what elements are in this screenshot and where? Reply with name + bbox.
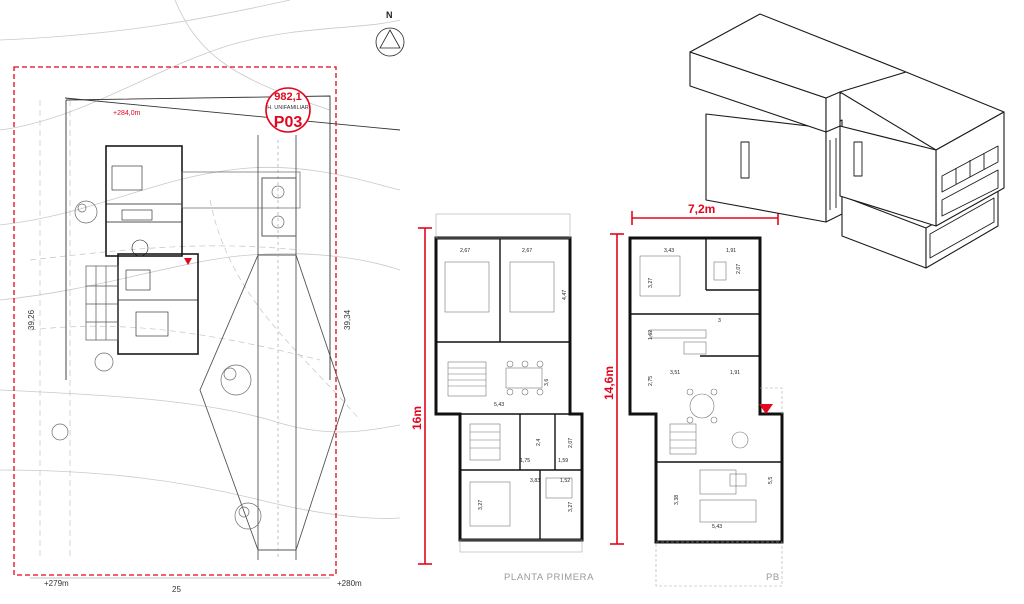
- ff-dim-8: 1,75: [520, 458, 530, 464]
- site-level-top: +284,0m: [113, 110, 141, 117]
- north-label: N: [386, 10, 393, 20]
- first-floor-furniture: [444, 261, 573, 527]
- ground-floor-height-dim: [610, 233, 624, 545]
- ff-dim-13: 3,27: [568, 502, 574, 512]
- ground-floor-plan: 7,2m 14,6m: [602, 202, 784, 587]
- first-floor-height-label: 16m: [410, 406, 424, 430]
- access-road: [199, 135, 346, 560]
- ground-floor-title: PB: [766, 572, 780, 583]
- site-level-left: +279m: [44, 579, 69, 588]
- gf-dim-3: 3,27: [648, 278, 654, 288]
- north-arrow: N: [375, 10, 405, 57]
- first-floor-partitions: [436, 238, 582, 540]
- ff-dim-12: 3,27: [478, 500, 484, 510]
- ground-floor-height-label: 14,6m: [602, 366, 616, 400]
- ff-dim-5: 5,43: [494, 402, 504, 408]
- entry-marker-site: [184, 258, 192, 265]
- ground-floor-terrace: [655, 387, 783, 587]
- gf-dim-4: 2,07: [736, 264, 742, 274]
- ff-dim-11: 1,52: [560, 478, 570, 484]
- ff-dim-10: 3,83: [530, 478, 540, 484]
- first-floor-title: PLANTA PRIMERA: [504, 572, 594, 583]
- ff-dim-2: 2,67: [522, 248, 532, 254]
- tree-symbols: [51, 200, 262, 530]
- entry-marker-pb: [759, 404, 773, 414]
- ground-floor-furniture: [639, 255, 757, 523]
- gf-dim-11: 5,43: [712, 524, 722, 530]
- badge-code: P03: [274, 114, 303, 131]
- axonometric-windows: [740, 138, 999, 259]
- gf-dim-9: 2,75: [648, 376, 654, 386]
- ground-floor-width-label: 7,2m: [688, 202, 715, 216]
- site-plan: +284,0m 39,26 39,34 25 +279m +280m N 982…: [0, 0, 405, 594]
- ff-dim-7: 2,07: [568, 438, 574, 448]
- ff-dim-3: 4,47: [562, 290, 568, 300]
- ff-dim-6: 2,4: [536, 439, 542, 446]
- site-width-dim: 25: [172, 585, 181, 594]
- site-level-right: +280m: [337, 579, 362, 588]
- gf-dim-6: 1,62: [648, 330, 654, 340]
- badge-number: 982,1: [274, 91, 302, 103]
- ff-dim-1: 2,67: [460, 248, 470, 254]
- badge-subtitle: H. UNIFAMILIAR: [267, 105, 309, 111]
- gf-dim-12: 5,5: [768, 477, 774, 484]
- terrace-strips: [85, 265, 119, 341]
- first-floor-plan: 16m: [410, 213, 594, 583]
- gf-dim-7: 3,51: [670, 370, 680, 376]
- ground-floor-partitions: [630, 238, 782, 463]
- gf-dim-1: 3,43: [664, 248, 674, 254]
- ff-dim-9: 1,59: [558, 458, 568, 464]
- gf-dim-2: 1,91: [726, 248, 736, 254]
- topography-lines: [0, 0, 401, 519]
- parcel-outline: [64, 95, 401, 380]
- plot-boundary: [13, 66, 337, 576]
- gf-dim-10: 3,38: [674, 495, 680, 505]
- first-floor-height-dim: [418, 227, 432, 565]
- ff-dim-4: 3,6: [544, 379, 550, 386]
- gf-dim-5: 3: [718, 318, 721, 324]
- parking-area: [181, 171, 301, 237]
- axonometric-view: [689, 13, 1005, 269]
- house-footprint: [105, 145, 199, 355]
- gf-dim-8: 1,91: [730, 370, 740, 376]
- site-depth-left: 39,26: [27, 309, 36, 330]
- first-floor-balcony: [435, 213, 583, 553]
- dashed-context-lines: [29, 100, 361, 560]
- project-badge: 982,1 H. UNIFAMILIAR P03: [265, 87, 311, 133]
- site-depth-right: 39,34: [343, 309, 352, 330]
